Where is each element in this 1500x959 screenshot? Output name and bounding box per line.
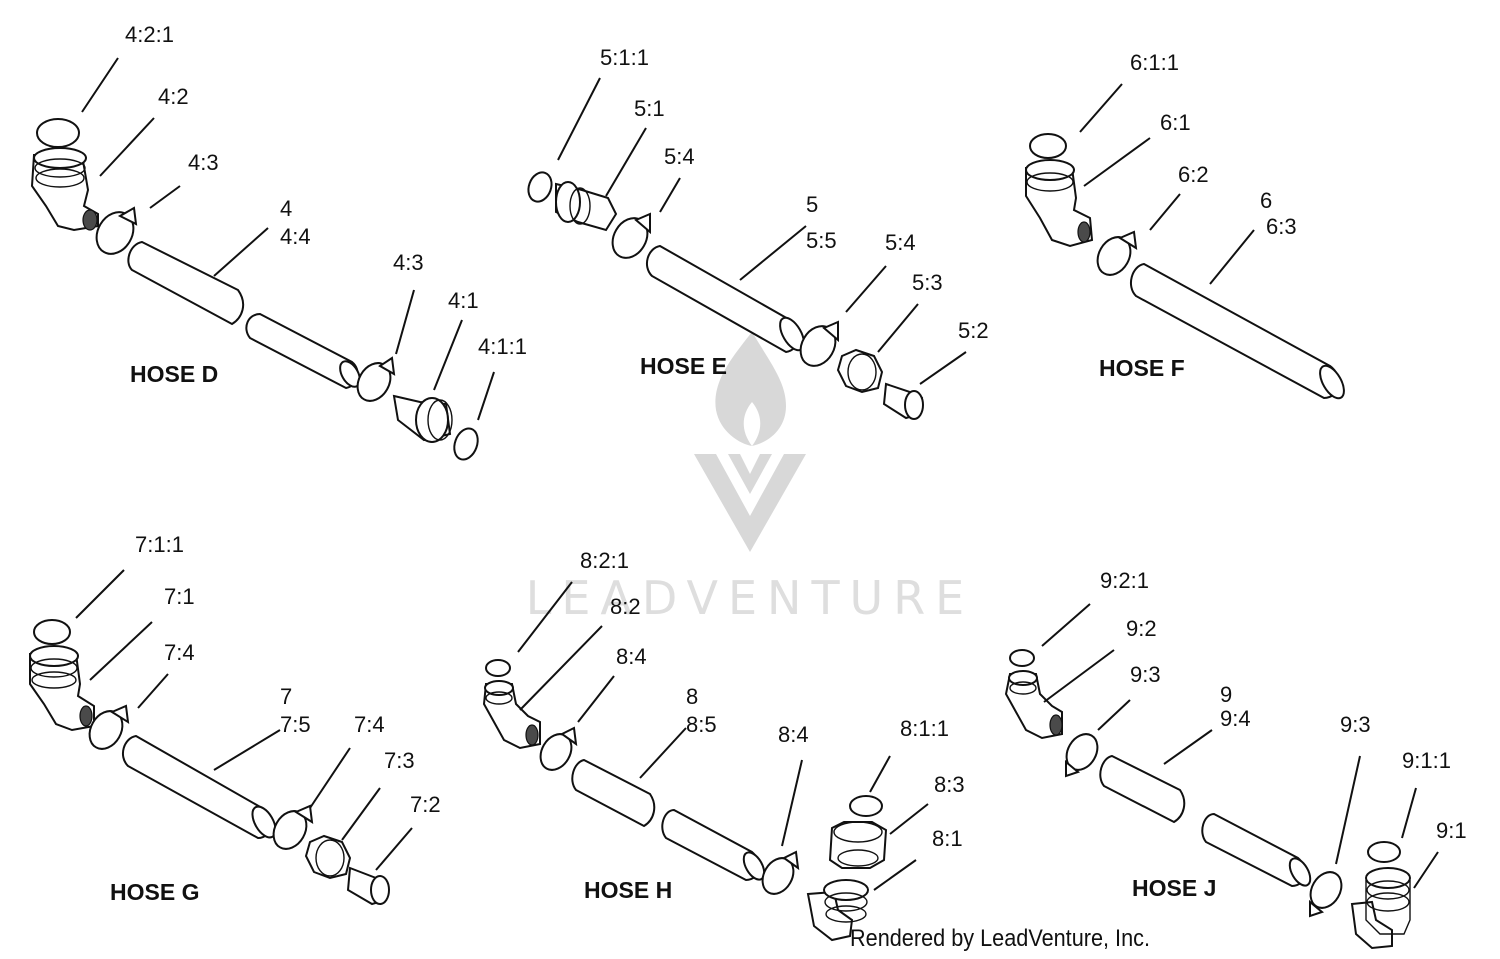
callout-label: 5:5 <box>806 228 837 253</box>
callout-label: 6 <box>1260 188 1272 213</box>
callout-label: 5:4 <box>664 144 695 169</box>
hose-h-title: HOSE H <box>584 877 672 903</box>
callout-label: 8:2 <box>610 594 641 619</box>
hose-f-title: HOSE F <box>1099 355 1185 381</box>
callout-label: 4 <box>280 196 292 221</box>
hose-g-title: HOSE G <box>110 879 199 905</box>
callout-label: 7 <box>280 684 292 709</box>
watermark-brand-text: LEADVENTURE <box>526 571 975 625</box>
callout-label: 5:4 <box>885 230 916 255</box>
hose-j-title: HOSE J <box>1132 875 1216 901</box>
callout-label: 7:4 <box>164 640 195 665</box>
callout-label: 4:2 <box>158 84 189 109</box>
callout-label: 7:3 <box>384 748 415 773</box>
callout-label: 8:5 <box>686 712 717 737</box>
callout-label: 5:1 <box>634 96 665 121</box>
callout-label: 5:3 <box>912 270 943 295</box>
hose-d-assembly: 4:2:1 4:2 4:3 4 4:4 4:3 4:1 4:1:1 HOSE D <box>30 22 527 461</box>
callout-label: 8 <box>686 684 698 709</box>
callout-label: 8:1:1 <box>900 716 949 741</box>
hose-j-assembly: 9:2:1 9:2 9:3 9 9:4 9:3 9:1:1 9:1 HOSE J <box>1004 568 1467 950</box>
callout-label: 9:1 <box>1436 818 1467 843</box>
callout-label: 8:4 <box>778 722 809 747</box>
callout-label: 4:1 <box>448 288 479 313</box>
callout-label: 9:3 <box>1130 662 1161 687</box>
callout-label: 4:3 <box>393 250 424 275</box>
callout-label: 7:2 <box>410 792 441 817</box>
callout-label: 9:2 <box>1126 616 1157 641</box>
callout-label: 9:1:1 <box>1402 748 1451 773</box>
callout-label: 8:1 <box>932 826 963 851</box>
callout-label: 8:2:1 <box>580 548 629 573</box>
callout-label: 9:3 <box>1340 712 1371 737</box>
callout-label: 4:4 <box>280 224 311 249</box>
callout-label: 8:3 <box>934 772 965 797</box>
watermark: LEADVENTURE <box>526 332 975 625</box>
hose-g-assembly: 7:1:1 7:1 7:4 7 7:5 7:4 7:3 7:2 HOSE G <box>29 532 441 906</box>
callout-label: 9:4 <box>1220 706 1251 731</box>
callout-label: 5:1:1 <box>600 45 649 70</box>
callout-label: 6:2 <box>1178 162 1209 187</box>
hose-e-assembly: 5:1:1 5:1 5:4 5 5:5 5:4 5:3 5:2 HOSE E <box>527 45 989 420</box>
callout-label: 5 <box>806 192 818 217</box>
callout-label: 9 <box>1220 682 1232 707</box>
callout-label: 7:1 <box>164 584 195 609</box>
hose-e-title: HOSE E <box>640 353 727 379</box>
callout-label: 4:1:1 <box>478 334 527 359</box>
callout-label: 4:2:1 <box>125 22 174 47</box>
callout-label: 5:2 <box>958 318 989 343</box>
callout-label: 9:2:1 <box>1100 568 1149 593</box>
callout-label: 7:4 <box>354 712 385 737</box>
callout-label: 8:4 <box>616 644 647 669</box>
callout-label: 6:3 <box>1266 214 1297 239</box>
callout-label: 4:3 <box>188 150 219 175</box>
footer-rendered-by: Rendered by LeadVenture, Inc. <box>850 925 1150 952</box>
leadventure-logo-icon <box>694 332 806 552</box>
callout-label: 6:1 <box>1160 110 1191 135</box>
hose-f-assembly: 6:1:1 6:1 6:2 6 6:3 HOSE F <box>1025 50 1345 400</box>
hose-d-title: HOSE D <box>130 361 218 387</box>
callout-label: 7:1:1 <box>135 532 184 557</box>
hose-h-assembly: 8:2:1 8:2 8:4 8 8:5 8:4 8:1:1 8:3 8:1 HO… <box>482 548 965 942</box>
callout-label: 6:1:1 <box>1130 50 1179 75</box>
callout-label: 7:5 <box>280 712 311 737</box>
